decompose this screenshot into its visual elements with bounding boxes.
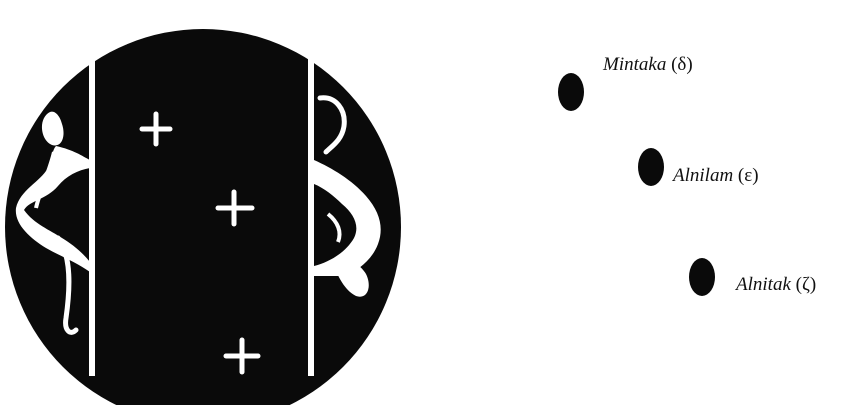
star-dot-mintaka	[558, 73, 584, 111]
star-name-alnilam: Alnilam	[673, 165, 733, 186]
star-label-alnilam: Alnilam (ε)	[673, 166, 759, 185]
star-label-mintaka: Mintaka (δ)	[603, 55, 693, 74]
left-vertical-band	[89, 44, 95, 376]
star-symbol-alnilam: (ε)	[738, 165, 759, 186]
star-name-alnitak: Alnitak	[736, 274, 791, 295]
star-name-mintaka: Mintaka	[603, 54, 666, 75]
star-dot-alnitak	[689, 258, 715, 296]
decorated-disk	[5, 29, 401, 405]
disk-background	[5, 29, 401, 405]
star-dot-alnilam	[638, 148, 664, 186]
star-label-alnitak: Alnitak (ζ)	[736, 275, 816, 294]
right-vertical-band	[308, 44, 314, 376]
star-symbol-alnitak: (ζ)	[796, 274, 817, 295]
star-symbol-mintaka: (δ)	[671, 54, 693, 75]
